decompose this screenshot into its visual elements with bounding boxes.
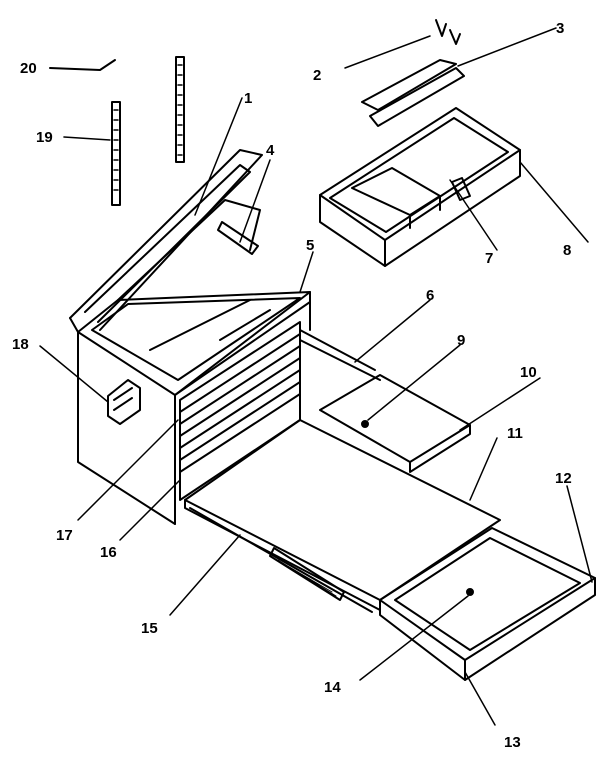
part-19-perforated-strip xyxy=(111,101,121,206)
leader-lines xyxy=(39,27,593,726)
callout-16: 16 xyxy=(100,544,117,561)
callout-8: 8 xyxy=(563,242,571,259)
callout-6: 6 xyxy=(426,287,434,304)
callout-9: 9 xyxy=(457,332,465,349)
callout-17: 17 xyxy=(56,527,73,544)
callout-2: 2 xyxy=(313,67,321,84)
part-1-lid xyxy=(69,149,263,333)
chest-body xyxy=(77,291,311,525)
part-4-lid-stay xyxy=(217,221,259,255)
callout-15: 15 xyxy=(141,620,158,637)
part-11-large-drawer xyxy=(184,419,501,613)
callout-3: 3 xyxy=(556,20,564,37)
part-8-tote-tray xyxy=(319,107,521,267)
part-2-3-rails xyxy=(361,19,465,127)
callout-19: 19 xyxy=(36,129,53,146)
callout-20: 20 xyxy=(20,60,37,77)
callout-1: 1 xyxy=(244,90,252,107)
callout-13: 13 xyxy=(504,734,521,751)
callout-10: 10 xyxy=(520,364,537,381)
part-10-small-drawer xyxy=(299,329,471,473)
callout-labels: 1 2 3 4 5 6 7 8 9 10 11 12 13 14 15 16 1… xyxy=(12,20,572,751)
callout-4: 4 xyxy=(266,142,275,159)
callout-7: 7 xyxy=(485,250,493,267)
part-20-hook xyxy=(49,59,116,71)
part-19b-perforated-strip xyxy=(175,56,185,163)
part-12-drawer xyxy=(379,527,596,681)
callout-14: 14 xyxy=(324,679,341,696)
callout-12: 12 xyxy=(555,470,572,487)
callout-18: 18 xyxy=(12,336,29,353)
callout-5: 5 xyxy=(306,237,314,254)
callout-11: 11 xyxy=(507,425,523,442)
